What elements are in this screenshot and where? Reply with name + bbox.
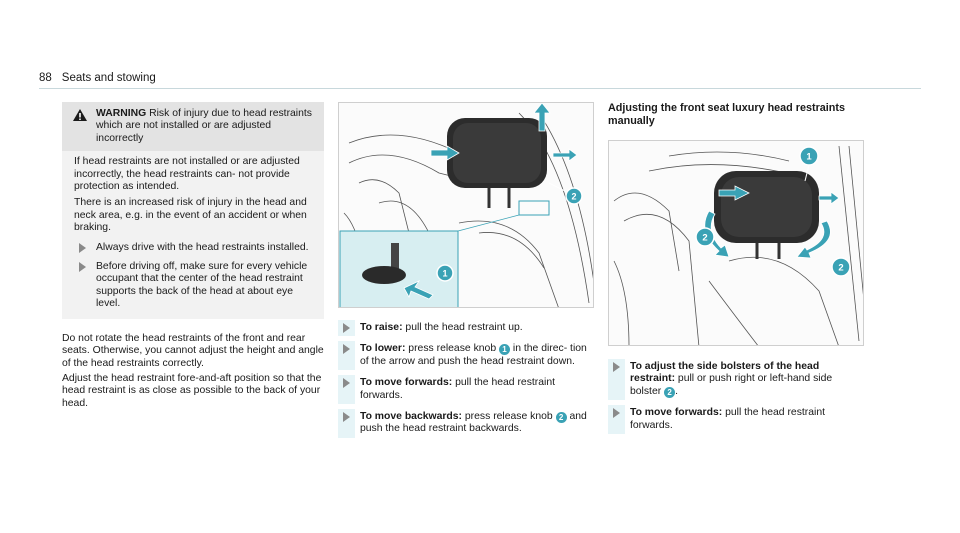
intro-text: Do not rotate the head restraints of the… bbox=[62, 333, 324, 410]
step-text: pull the head restraint forwards. bbox=[360, 377, 556, 401]
step-arrow-icon bbox=[343, 344, 350, 355]
header-divider bbox=[39, 88, 921, 89]
warning-title: Risk of injury due to head restraints wh… bbox=[96, 108, 312, 144]
intro-paragraph: Adjust the head restraint fore-and-aft p… bbox=[62, 372, 322, 409]
intro-paragraph: Do not rotate the head restraints of the… bbox=[62, 332, 324, 369]
step-text: pull the head restraint forwards. bbox=[630, 407, 826, 431]
warning-bullet-text: Always drive with the head restraints in… bbox=[96, 241, 309, 253]
step-lower: To lower: press release knob 1 in the di… bbox=[338, 341, 594, 371]
warning-icon bbox=[73, 109, 87, 121]
step-label: To adjust the side bolsters of the head … bbox=[630, 361, 820, 385]
step-label: To move backwards: bbox=[360, 411, 463, 423]
step-arrow-icon bbox=[613, 362, 620, 372]
column-left: WARNING Risk of injury due to head restr… bbox=[62, 102, 324, 413]
warning-label: WARNING bbox=[96, 108, 147, 119]
callout-1: 1 bbox=[806, 152, 812, 163]
head-restraint-illustration: 1 2 bbox=[339, 103, 593, 307]
step-backwards: To move backwards: press release knob 2 … bbox=[338, 409, 594, 438]
step-label: To move forwards: bbox=[630, 407, 723, 419]
luxury-head-restraint-illustration: 1 2 2 bbox=[613, 145, 863, 345]
step-side-bolsters: To adjust the side bolsters of the head … bbox=[608, 359, 864, 401]
step-arrow-icon bbox=[343, 323, 350, 333]
callout-2-left: 2 bbox=[702, 233, 707, 244]
step-arrow-icon bbox=[79, 242, 86, 253]
release-knob-badge: 2 bbox=[555, 412, 567, 424]
release-knob-badge: 1 bbox=[499, 344, 510, 356]
step-arrow-icon bbox=[613, 408, 620, 419]
column-right: Adjusting the front seat luxury head res… bbox=[608, 102, 864, 441]
step-text: press release knob bbox=[405, 343, 499, 355]
step-text: press release knob bbox=[462, 411, 556, 423]
step-text: and push the head restraint backwards. bbox=[360, 411, 587, 435]
section-name: Seats and stowing bbox=[61, 72, 156, 84]
step-label: To lower: bbox=[360, 343, 406, 355]
warning-header: WARNING Risk of injury due to head restr… bbox=[62, 102, 324, 152]
column-middle: 1 2 To raise: pull the head restraint up… bbox=[338, 102, 594, 445]
warning-bullet: Before driving off, make sure for every … bbox=[74, 261, 312, 311]
warning-box: WARNING Risk of injury due to head restr… bbox=[62, 102, 324, 319]
step-label: To move forwards: bbox=[360, 377, 453, 389]
warning-paragraph: There is an increased risk of injury in … bbox=[74, 197, 307, 234]
step-label: To raise: bbox=[360, 322, 403, 333]
step-text: . bbox=[675, 385, 678, 397]
bolster-badge: 2 bbox=[664, 386, 676, 398]
step-raise: To raise: pull the head restraint up. bbox=[338, 320, 594, 337]
adjust-steps: To raise: pull the head restraint up. To… bbox=[338, 320, 594, 438]
section-title: Adjusting the front seat luxury head res… bbox=[608, 102, 845, 127]
luxury-head-restraint-figure: 1 2 2 bbox=[608, 140, 864, 346]
warning-body: If head restraints are not installed or … bbox=[62, 151, 324, 318]
page-number: 88 bbox=[39, 72, 52, 84]
step-text: pull the head restraint up. bbox=[402, 322, 523, 333]
callout-2-right: 2 bbox=[838, 263, 843, 274]
step-forwards: To move forwards: pull the head restrain… bbox=[338, 375, 594, 405]
warning-bullet: Always drive with the head restraints in… bbox=[74, 242, 312, 254]
callout-1: 1 bbox=[442, 269, 447, 279]
callout-2: 2 bbox=[571, 192, 576, 202]
warning-bullet-text: Before driving off, make sure for every … bbox=[96, 261, 308, 310]
head-restraint-figure: 1 2 bbox=[338, 102, 594, 308]
step-arrow-icon bbox=[343, 412, 350, 423]
step-arrow-icon bbox=[79, 262, 86, 273]
warning-paragraph: If head restraints are not installed or … bbox=[74, 156, 300, 193]
step-text: in the direc- tion of the arrow and push… bbox=[360, 343, 587, 367]
step-move-forwards: To move forwards: pull the head restrain… bbox=[608, 405, 864, 435]
page-header: 88 Seats and stowing bbox=[39, 72, 156, 84]
step-text: pull or push right or left-hand side bol… bbox=[630, 373, 833, 397]
luxury-adjust-steps: To adjust the side bolsters of the head … bbox=[608, 359, 864, 435]
step-arrow-icon bbox=[343, 378, 350, 389]
